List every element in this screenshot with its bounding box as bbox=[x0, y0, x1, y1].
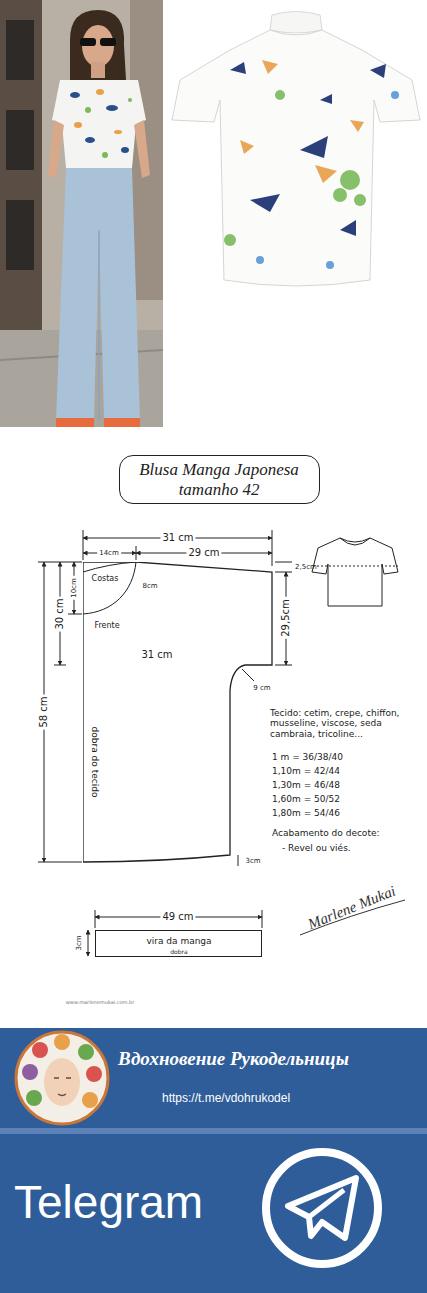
street-photo bbox=[0, 0, 163, 427]
channel-name: Вдохновение Рукодельницы bbox=[118, 1048, 349, 1070]
tshirt-sketch bbox=[312, 538, 398, 606]
back-neckline bbox=[83, 562, 136, 572]
fabric-amount: 1 m = 36/38/40 bbox=[272, 752, 343, 762]
band-name: vira da manga bbox=[146, 936, 211, 946]
piece-name: Frente bbox=[94, 621, 119, 630]
pattern-outline bbox=[83, 562, 273, 867]
fabric-note: Tecido: cetim, crepe, chiffon, musseline… bbox=[270, 708, 422, 739]
dimension: 2,5cm bbox=[295, 563, 317, 571]
watermark: www.marlenemukai.com.br bbox=[66, 1000, 135, 1006]
title-text: Blusa Manga Japonesa tamanho 42 bbox=[132, 460, 307, 499]
dimension: 49 cm bbox=[160, 911, 195, 923]
dimension: 3cm bbox=[245, 857, 260, 865]
dimension: 58 cm bbox=[38, 694, 50, 729]
telegram-icon bbox=[266, 1152, 378, 1264]
finish-note: - Revel ou viés. bbox=[282, 843, 351, 853]
fold-note: dobra bbox=[170, 949, 187, 956]
product-photo bbox=[172, 12, 420, 287]
telegram-banner: Вдохновение Рукодельницы https://t.me/vdo… bbox=[0, 1028, 427, 1293]
dimension-lines bbox=[38, 530, 292, 956]
dimension: 31 cm bbox=[160, 532, 195, 544]
fabric-amount: 1,30m = 46/48 bbox=[272, 780, 340, 790]
sleeve-band: vira da manga dobra bbox=[95, 930, 262, 957]
dimension: 9 cm bbox=[253, 684, 270, 692]
finish-note: Acabamento do decote: bbox=[272, 828, 379, 838]
dimension: 29 cm bbox=[186, 547, 221, 559]
signature: Marlene Mukai bbox=[306, 883, 399, 934]
signature-stroke bbox=[300, 900, 405, 935]
dimension: 10cm bbox=[70, 576, 78, 600]
dimension: 14cm bbox=[97, 549, 121, 557]
pattern-piece: CostasFrente dobra do tecido bbox=[83, 562, 273, 867]
fabric-amount: 1,10m = 42/44 bbox=[272, 766, 340, 776]
dimension: 30 cm bbox=[54, 596, 66, 631]
fabric-amount: 1,60m = 50/52 bbox=[272, 794, 340, 804]
bodice-outline bbox=[83, 562, 272, 862]
dimension: 29,5cm bbox=[280, 597, 292, 639]
fabric-amount: 1,80m = 54/46 bbox=[272, 808, 340, 818]
dimension: 3cm bbox=[75, 935, 83, 950]
channel-url: https://t.me/vdohrukodel bbox=[162, 1092, 290, 1106]
fold-note: dobra do tecido bbox=[90, 727, 100, 798]
divider-band bbox=[0, 1128, 427, 1134]
piece-name: Costas bbox=[92, 574, 119, 583]
channel-platform: Telegram bbox=[14, 1176, 203, 1229]
front-neckline bbox=[83, 562, 136, 614]
title-box: Blusa Manga Japonesa tamanho 42 bbox=[119, 455, 320, 504]
channel-logo bbox=[16, 1032, 108, 1124]
